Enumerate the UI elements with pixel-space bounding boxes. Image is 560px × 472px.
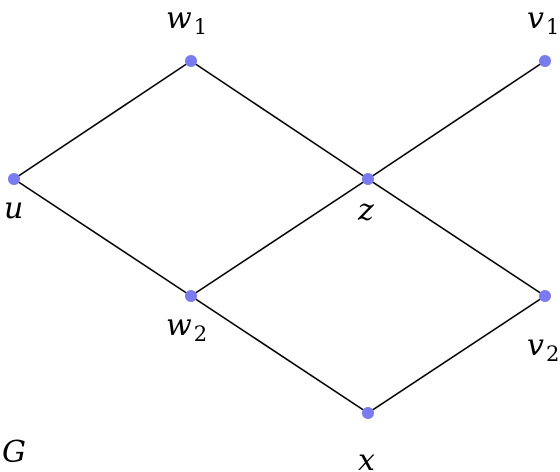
node-x [362, 407, 374, 419]
node-label-letter: v [527, 1, 544, 36]
node-v1 [539, 55, 551, 67]
edge-w2-z [190, 178, 369, 297]
node-z [362, 173, 374, 185]
node-label-letter: w [166, 1, 192, 36]
node-w2 [185, 290, 197, 302]
node-label-subscript: 1 [194, 15, 207, 39]
edge-w2-x [190, 295, 369, 414]
node-label-subscript: 2 [546, 342, 559, 366]
nodes-group [8, 55, 551, 419]
node-u [8, 173, 20, 185]
node-label-letter: w [166, 308, 192, 343]
edges-group [13, 60, 546, 414]
node-w1 [185, 55, 197, 67]
node-label-w1: w1 [166, 1, 207, 39]
node-label-w2: w2 [166, 308, 207, 346]
node-label-subscript: 2 [194, 322, 207, 346]
edge-u-w2 [13, 178, 192, 297]
node-label-v2: v2 [527, 328, 559, 366]
node-label-x: x [358, 443, 375, 472]
edge-z-v1 [367, 60, 546, 180]
node-label-letter: u [4, 191, 23, 226]
node-label-letter: z [357, 193, 374, 228]
node-label-letter: v [527, 328, 544, 363]
edge-u-w1 [13, 60, 192, 180]
node-label-letter: x [358, 443, 375, 472]
node-label-z: z [357, 193, 374, 228]
graph-name-label: G [2, 435, 26, 470]
node-v2 [539, 290, 551, 302]
edge-z-v2 [367, 178, 546, 297]
edge-w1-z [190, 60, 369, 180]
edge-x-v2 [367, 295, 546, 414]
node-label-subscript: 1 [546, 15, 559, 39]
node-label-u: u [4, 191, 23, 226]
node-label-v1: v1 [527, 1, 559, 39]
